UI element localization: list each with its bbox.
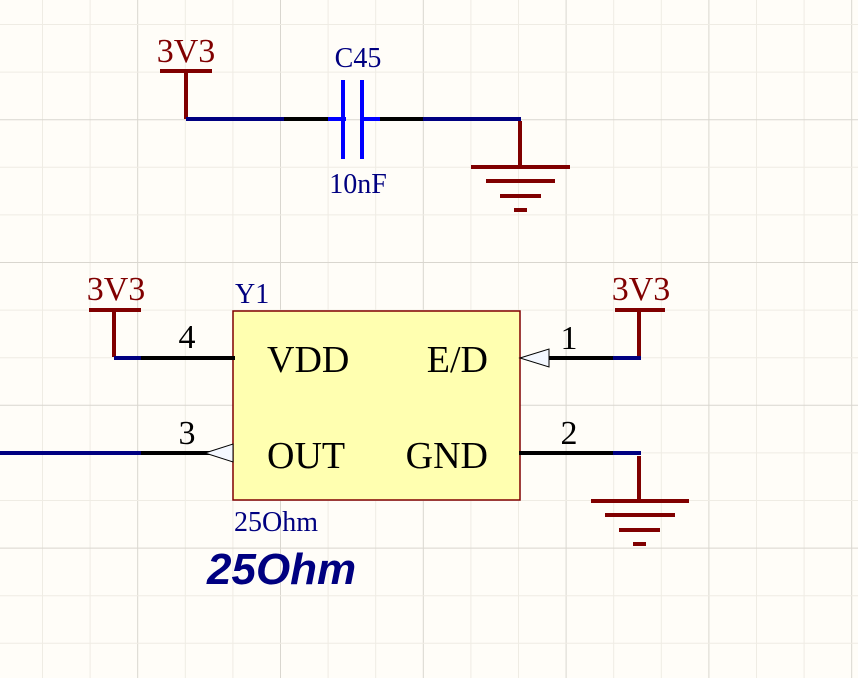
component-y1[interactable]: Y1 4 VDD 1 E/D 3 OUT 2 GND 25Ohm 25Oh (141, 279, 613, 594)
pin-name: GND (406, 435, 488, 477)
component-designator: Y1 (235, 279, 269, 310)
pin-3-out[interactable]: 3 OUT (141, 415, 345, 477)
power-port-3v3-right[interactable]: 3V3 (612, 271, 671, 357)
power-port-label: 3V3 (612, 271, 671, 308)
capacitor-designator: C45 (335, 43, 382, 74)
capacitor-value: 10nF (329, 169, 387, 200)
ground-symbol-top[interactable] (471, 121, 570, 212)
pin-number: 3 (179, 415, 196, 452)
pin-number: 1 (561, 320, 578, 357)
input-arrow-icon (518, 348, 550, 368)
output-arrow-icon (203, 443, 234, 463)
power-port-3v3-top[interactable]: 3V3 (157, 33, 216, 119)
pin-4-vdd[interactable]: 4 VDD (141, 319, 349, 381)
component-body (232, 310, 521, 501)
pin-number: 4 (179, 319, 196, 356)
pin-1-ed[interactable]: 1 E/D (427, 320, 613, 381)
component-comment: 25Ohm (234, 507, 318, 538)
pin-name: E/D (427, 339, 488, 381)
pin-name: OUT (267, 435, 345, 477)
power-port-label: 3V3 (157, 33, 216, 70)
pin-number: 2 (561, 415, 578, 452)
power-port-label: 3V3 (87, 271, 146, 308)
capacitor-c45[interactable]: C45 10nF (284, 43, 423, 200)
ground-symbol-right[interactable] (591, 456, 689, 546)
power-port-3v3-left[interactable]: 3V3 (87, 271, 146, 357)
component-value-label: 25Ohm (206, 545, 356, 594)
pin-name: VDD (267, 339, 349, 381)
pin-2-gnd[interactable]: 2 GND (406, 415, 613, 477)
